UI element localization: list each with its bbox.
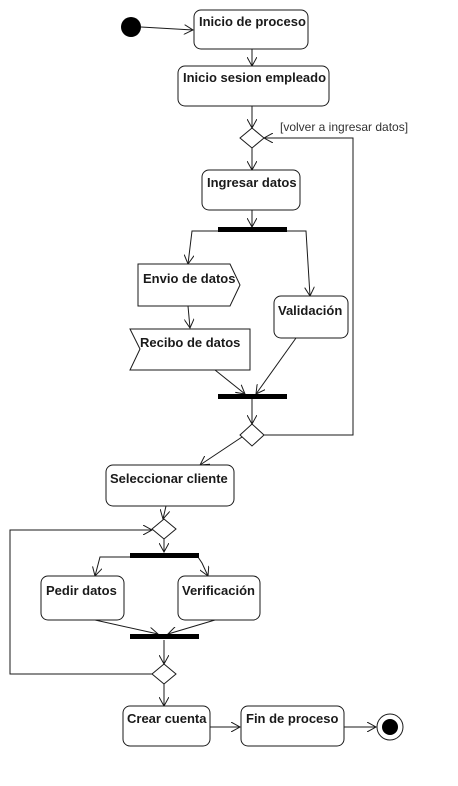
action-inicio-sesion: Inicio sesion empleado <box>177 65 330 107</box>
edge-start-to-inicio <box>140 27 193 30</box>
edge-fork1-to-envio <box>188 230 222 264</box>
fork-bar-1 <box>218 227 287 232</box>
send-signal-envio-datos: Envio de datos <box>137 263 241 307</box>
edge-loop-volver <box>264 138 354 436</box>
edge-decision-to-seleccionar <box>200 436 243 465</box>
action-validacion: Validación <box>273 295 349 339</box>
merge-node-1 <box>239 127 265 149</box>
edge-loop-retry <box>9 530 152 675</box>
action-label: Validación <box>278 303 342 318</box>
initial-node <box>121 17 141 37</box>
action-label: Envio de datos <box>143 271 235 286</box>
edge-seleccionar-to-merge2 <box>163 505 166 519</box>
action-label: Ingresar datos <box>207 175 297 190</box>
edge-verificacion-to-join2 <box>168 619 216 634</box>
action-label: Fin de proceso <box>246 711 339 726</box>
action-label: Seleccionar cliente <box>110 471 228 486</box>
fork-bar-2 <box>130 553 199 558</box>
action-inicio-proceso: Inicio de proceso <box>193 9 309 50</box>
edge-validacion-to-join1 <box>256 337 297 394</box>
merge-node-2 <box>151 518 177 540</box>
edge-pedir-to-join2 <box>94 619 158 634</box>
decision-node-2 <box>151 663 177 685</box>
final-node <box>376 713 404 741</box>
action-crear-cuenta: Crear cuenta <box>122 705 211 747</box>
action-verificacion: Verificación <box>177 575 261 621</box>
action-ingresar-datos: Ingresar datos <box>201 169 301 211</box>
join-bar-1 <box>218 394 287 399</box>
action-fin-proceso: Fin de proceso <box>240 705 345 747</box>
action-label: Crear cuenta <box>127 711 207 726</box>
edge-fork2-to-verificacion <box>197 556 208 576</box>
edge-fork2-to-pedir <box>95 556 131 576</box>
action-label: Pedir datos <box>46 583 117 598</box>
guard-volver-ingresar: [volver a ingresar datos] <box>280 120 408 134</box>
edge-fork1-to-validacion <box>285 230 310 296</box>
edge-envio-to-recibo <box>188 305 190 328</box>
edge-recibo-to-join1 <box>214 369 245 394</box>
edges <box>9 27 376 727</box>
receive-signal-recibo-datos: Recibo de datos <box>129 328 251 371</box>
action-label: Inicio de proceso <box>199 14 306 29</box>
decision-node-1 <box>239 423 265 447</box>
action-label: Recibo de datos <box>140 335 240 350</box>
action-pedir-datos: Pedir datos <box>40 575 125 621</box>
action-label: Inicio sesion empleado <box>183 70 326 85</box>
action-seleccionar-cliente: Seleccionar cliente <box>105 464 235 507</box>
join-bar-2 <box>130 634 199 639</box>
action-label: Verificación <box>182 583 255 598</box>
